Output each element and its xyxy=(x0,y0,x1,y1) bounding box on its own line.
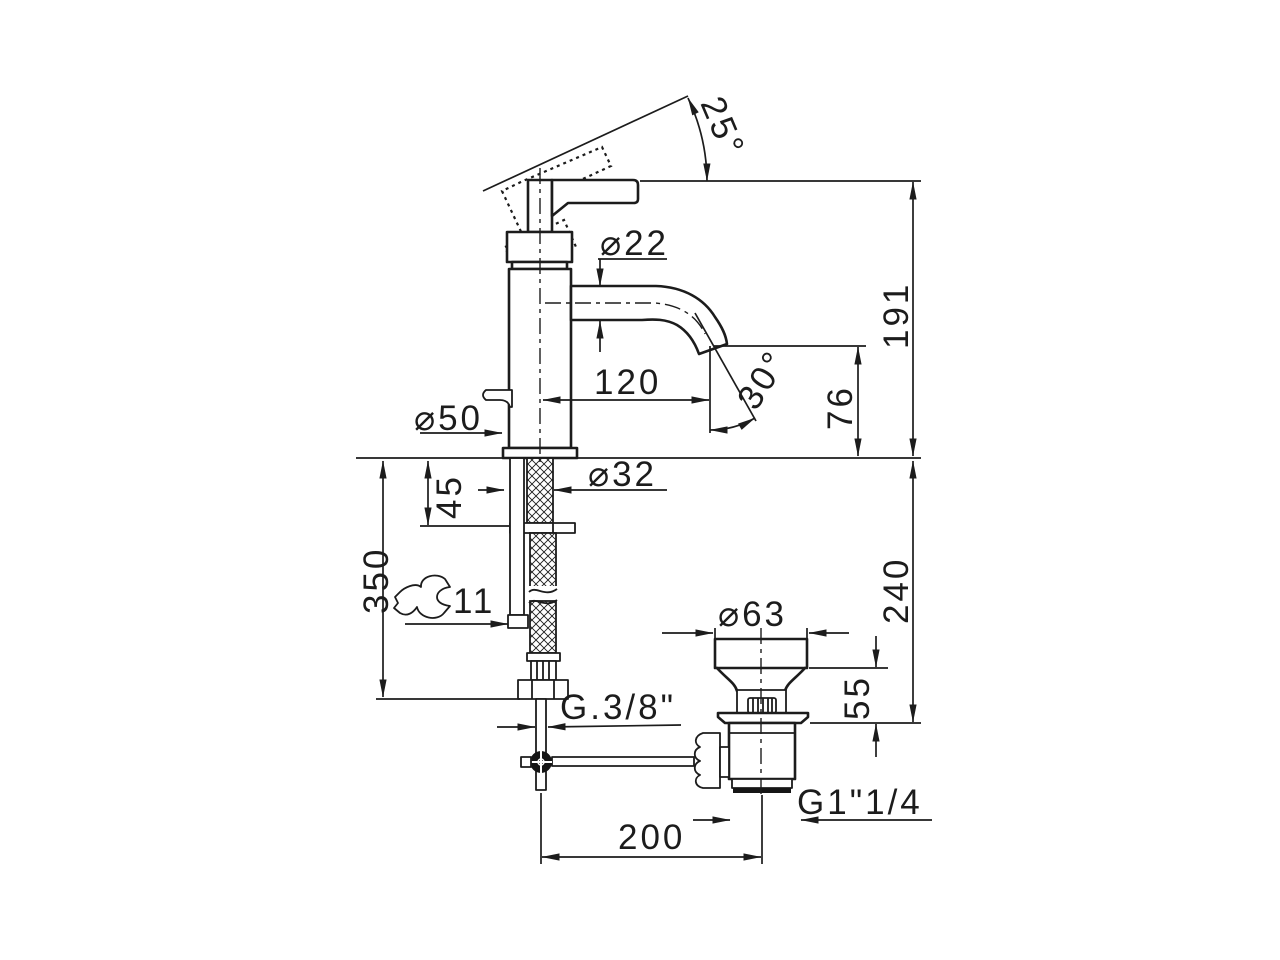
popup-rod-lever xyxy=(482,389,513,408)
label-base-diameter: ⌀50 xyxy=(414,399,483,438)
label-total-height: 191 xyxy=(877,282,916,349)
label-waste-body-height: 55 xyxy=(838,675,877,720)
label-spout-reach: 120 xyxy=(594,363,661,402)
waste-side-knurled-nut xyxy=(693,732,730,789)
braided-supply-hose xyxy=(526,532,561,681)
label-hose-length: 350 xyxy=(357,547,396,614)
dimension-labels: 25° ⌀22 191 120 30° 76 ⌀50 ⌀32 45 350 11… xyxy=(357,91,923,857)
label-waste-thread: G1"1/4 xyxy=(797,783,923,822)
label-spout-diameter: ⌀22 xyxy=(600,224,669,263)
open-end-wrench-icon xyxy=(393,574,451,619)
centerlines xyxy=(539,168,762,795)
threaded-shank xyxy=(526,457,554,524)
label-hex-wrench-size: 11 xyxy=(453,582,495,621)
waste-drain-assembly xyxy=(693,637,810,793)
label-handle-angle: 25° xyxy=(693,91,753,163)
label-supply-thread: G.3/8" xyxy=(560,688,676,727)
faucet-spout xyxy=(569,284,729,356)
label-basin-depth: 240 xyxy=(877,557,916,624)
label-shank-diameter: ⌀32 xyxy=(588,455,657,494)
label-rod-horizontal-reach: 200 xyxy=(618,818,685,857)
hose-end-hex-nut xyxy=(517,679,569,700)
popup-rod-vertical xyxy=(507,457,547,791)
label-clamp-thickness: 45 xyxy=(430,474,469,519)
label-outlet-angle: 30° xyxy=(730,343,796,416)
dimension-lines xyxy=(379,97,932,861)
waste-center-knob xyxy=(747,697,777,714)
label-waste-cap-diameter: ⌀63 xyxy=(718,595,787,634)
reference-lines xyxy=(356,95,921,864)
label-outlet-height: 76 xyxy=(821,385,860,430)
popup-rod-horizontal-linkage xyxy=(520,751,695,773)
